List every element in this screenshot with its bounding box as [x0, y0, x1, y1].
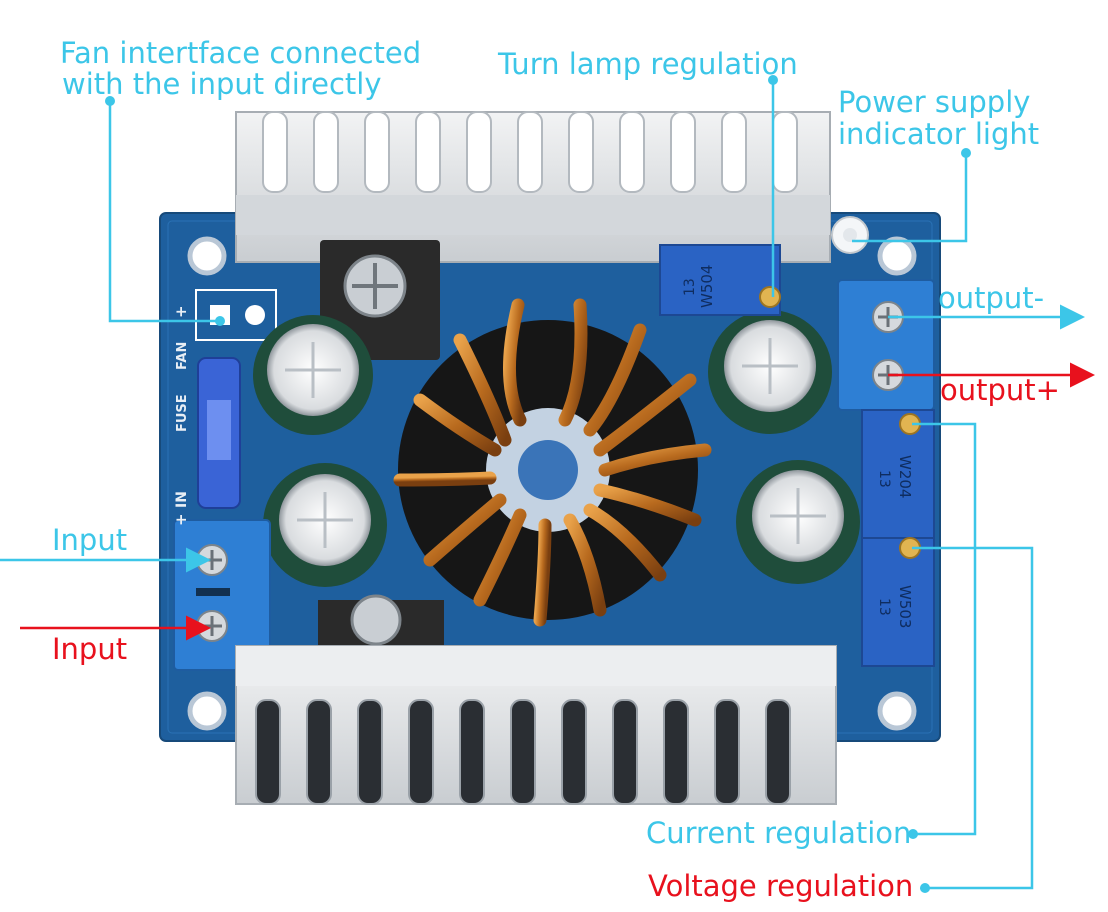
capacitor-bottom-left [263, 463, 387, 587]
fan-silk-label: FAN [175, 342, 190, 370]
current-regulation-label: Current regulation [646, 816, 912, 850]
current-pot-sub: 13 [876, 470, 892, 488]
fuse-silk-label: FUSE [175, 394, 190, 432]
output-negative-label: output- [938, 281, 1045, 315]
turn-lamp-label: Turn lamp regulation [498, 47, 798, 81]
fuse [197, 357, 241, 509]
capacitors [253, 310, 860, 587]
capacitor-bottom-right [736, 460, 860, 584]
turn-lamp-pot-code: W504 [698, 265, 716, 308]
output-positive-label: output+ [940, 373, 1060, 407]
fan-interface-label-line1: Fan intertface connected [60, 36, 422, 70]
power-led [831, 216, 869, 254]
voltage-pot-code: W503 [896, 585, 914, 628]
fan-leader-end-dot [215, 316, 225, 326]
current-leader-dot [908, 829, 918, 839]
power-led-leader-dot [961, 148, 971, 158]
voltage-regulation-label: Voltage regulation [648, 869, 914, 903]
in-plus-silk: + [172, 513, 190, 526]
fan-plus-silk: + [172, 305, 190, 318]
current-leader [912, 422, 977, 836]
voltage-pot-sub: 13 [876, 598, 892, 616]
fan-interface-label-line2: with the input directly [62, 67, 382, 101]
fan-leader-dot [105, 96, 115, 106]
capacitor-top-left [253, 315, 373, 435]
power-led-leader [852, 153, 968, 243]
voltage-leader-dot [920, 883, 930, 893]
output-terminal-block [837, 279, 935, 411]
current-pot-code: W204 [896, 455, 914, 498]
voltage-leader [912, 546, 1034, 890]
turn-lamp-pot-sub: 13 [682, 278, 698, 296]
in-silk-label: IN [174, 491, 190, 508]
leader-lines [0, 75, 1095, 893]
fan-leader [108, 101, 220, 323]
input-top-label: Input [52, 523, 128, 557]
trimpot-turn-lamp [659, 244, 781, 316]
fan-connector [195, 289, 277, 341]
turn-lamp-leader-dot [768, 75, 778, 85]
trimpot-voltage [861, 537, 935, 667]
power-indicator-label-line1: Power supply [838, 85, 1031, 119]
power-indicator-label-line2: indicator light [838, 117, 1040, 151]
toroid-inductor [393, 298, 712, 627]
top-heatsink [235, 111, 831, 263]
capacitor-top-right [708, 310, 832, 434]
input-bottom-label: Input [52, 632, 128, 666]
mounting-holes [187, 236, 917, 731]
bottom-heatsink [235, 645, 837, 805]
trimpot-markings: W504 13 W204 13 W503 13 [682, 265, 914, 629]
board-silkscreen: FAN + FUSE IN + [172, 305, 190, 526]
